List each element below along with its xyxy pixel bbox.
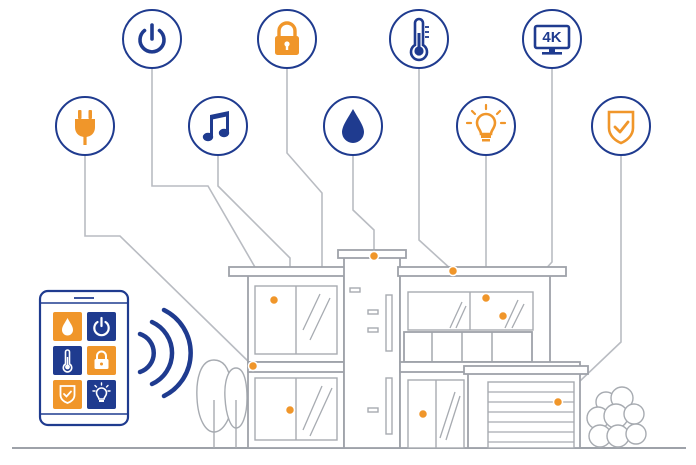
shield-check-icon: [59, 385, 76, 404]
dot-plug: [247, 360, 259, 372]
tablet-tile-lock[interactable]: [87, 346, 116, 375]
connector-thermo: [418, 68, 454, 272]
padlock-icon: [94, 350, 109, 369]
balcony: [403, 331, 533, 363]
bushes: [586, 386, 647, 448]
light-bulb-icon: [92, 382, 111, 402]
padlock-icon: [257, 9, 317, 69]
4k-tv-icon: 4K: [522, 9, 582, 69]
dot-bulb: [480, 292, 492, 304]
water-drop-icon: [62, 318, 73, 336]
dot-tv: [497, 310, 509, 322]
garage-door: [487, 381, 575, 449]
tablet-tile-thermo[interactable]: [53, 346, 82, 375]
tablet-tile-water[interactable]: [53, 312, 82, 341]
shield-check-icon: [591, 96, 651, 156]
connection-dots: [247, 250, 564, 420]
tablet-tile-shield[interactable]: [53, 380, 82, 409]
connector-drop: [352, 150, 375, 256]
connector-power: [151, 68, 275, 301]
dot-shield: [552, 396, 564, 408]
right-roof: [397, 266, 567, 277]
tv-label: 4K: [542, 29, 561, 46]
wireless-signal-icon: [137, 307, 193, 399]
thermometer-icon: [389, 9, 449, 69]
house: [12, 249, 686, 449]
light-bulb-icon: [456, 96, 516, 156]
dot-power: [268, 294, 280, 306]
left-roof: [228, 266, 350, 277]
tablet-tile-power[interactable]: [87, 312, 116, 341]
left-mid-band: [247, 361, 345, 373]
dot-lock: [417, 408, 429, 420]
water-drop-icon: [323, 96, 383, 156]
dot-drop: [368, 250, 380, 262]
thermometer-icon: [62, 349, 73, 373]
power-button-icon: [122, 9, 182, 69]
power-plug-icon: [55, 96, 115, 156]
power-button-icon: [93, 316, 110, 337]
garage-roof: [463, 365, 589, 375]
dot-thermo: [447, 265, 459, 277]
dot-music: [284, 404, 296, 416]
music-note-icon: [188, 96, 248, 156]
tower-slit-window: [385, 294, 393, 352]
connector-plug: [84, 155, 254, 367]
tablet: [38, 289, 130, 427]
tablet-tile-bulb[interactable]: [87, 380, 116, 409]
